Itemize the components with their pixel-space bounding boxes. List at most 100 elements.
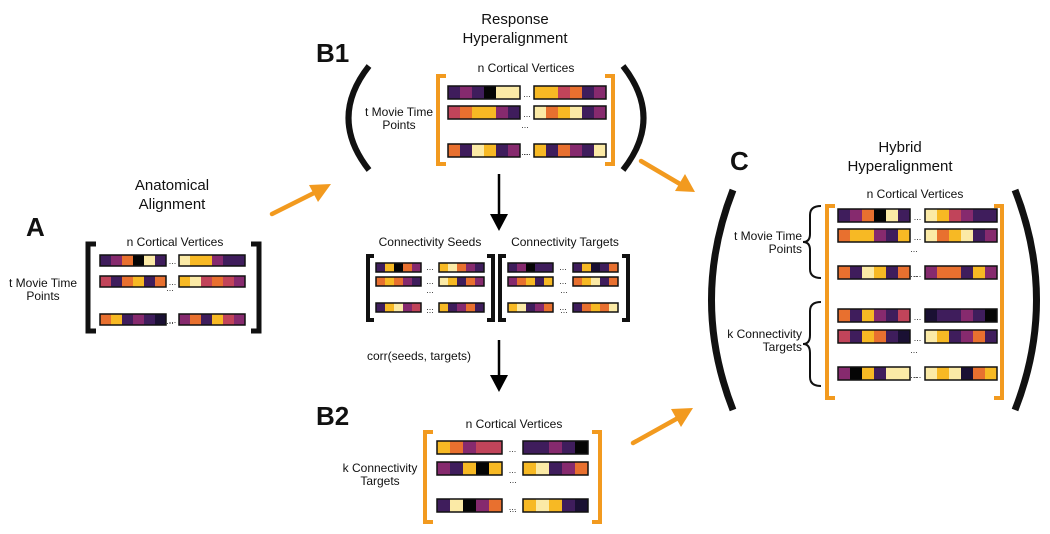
matrix-row [99, 254, 167, 267]
matrix-cell [412, 303, 421, 312]
matrix-cell [484, 86, 496, 99]
column-ellipsis: ... [910, 269, 918, 279]
matrix-cell [838, 309, 850, 322]
matrix-cell [526, 263, 535, 272]
matrix-cell [600, 277, 609, 286]
matrix-row [924, 228, 998, 243]
matrix-row [436, 498, 503, 513]
row-ellipsis: ... [559, 276, 567, 286]
matrix-cell [898, 266, 910, 279]
panel-c-col-label: n Cortical Vertices [866, 187, 964, 201]
panel-b1-title: Response Hyperalignment [440, 10, 590, 48]
matrix-cell [850, 266, 862, 279]
matrix-cell [850, 367, 862, 380]
matrix-cell [874, 209, 886, 222]
panel-b1-row-label: t Movie Time Points [356, 106, 442, 132]
matrix-cell [549, 441, 562, 454]
matrix-row-border [837, 366, 911, 381]
matrix-row [99, 313, 167, 326]
matrix-cell [526, 277, 535, 286]
matrix-cell [573, 277, 582, 286]
matrix-cell [536, 441, 549, 454]
panel-c-orange-left [825, 204, 835, 400]
matrix-row-border [438, 276, 485, 287]
matrix-cell [489, 499, 502, 512]
matrix-row-border [533, 105, 607, 120]
panel-c-orange-right [994, 204, 1004, 400]
matrix-cell [466, 263, 475, 272]
matrix-cell [472, 106, 484, 119]
matrix-cell [376, 277, 385, 286]
matrix-cell [961, 229, 973, 242]
matrix-cell [394, 277, 403, 286]
matrix-cell [985, 309, 997, 322]
matrix-cell [122, 255, 133, 266]
matrix-cell [973, 367, 985, 380]
matrix-cell [558, 106, 570, 119]
matrix-cell [439, 263, 448, 272]
matrix-cell [886, 266, 898, 279]
matrix-row [533, 85, 607, 100]
matrix-cell [575, 462, 588, 475]
matrix-row-border [447, 85, 521, 100]
matrix-cell [609, 303, 618, 312]
matrix-cell [475, 263, 484, 272]
matrix-cell [155, 276, 166, 287]
matrix-cell [179, 314, 190, 325]
matrix-cell [949, 309, 961, 322]
matrix-cell [961, 266, 973, 279]
matrix-row-border [924, 366, 998, 381]
matrix-cell [450, 441, 463, 454]
matrix-row [438, 262, 485, 273]
row-ellipsis: ... [914, 269, 922, 279]
panel-c-title-line-2: Hyperalignment [847, 158, 953, 175]
matrix-cell [496, 106, 508, 119]
matrix-cell [476, 462, 489, 475]
row-ellipsis: ... [509, 465, 517, 475]
matrix-cell [570, 86, 582, 99]
targets-right-bracket [622, 254, 630, 322]
matrix-row-border [924, 329, 998, 344]
matrix-cell [376, 303, 385, 312]
matrix-row-border [438, 262, 485, 273]
matrix-row [572, 302, 619, 313]
matrix-cell [484, 106, 496, 119]
matrix-cell [448, 263, 457, 272]
row-ellipsis: ... [914, 370, 922, 380]
panel-b1-left-paren [345, 64, 372, 172]
matrix-cell [144, 314, 155, 325]
matrix-cell [898, 209, 910, 222]
matrix-cell [234, 255, 245, 266]
matrix-cell [594, 144, 606, 157]
panel-c-letter: C [730, 146, 749, 176]
matrix-row [436, 440, 503, 455]
matrix-cell [385, 303, 394, 312]
panel-a-col-label: n Cortical Vertices [126, 235, 224, 249]
panel-c-row-label-bottom-line-1: k Connectivity [727, 327, 802, 341]
matrix-cell [179, 255, 190, 266]
matrix-row [375, 302, 422, 313]
matrix-cell [439, 303, 448, 312]
matrix-cell [212, 276, 223, 287]
row-ellipsis: ... [914, 312, 922, 322]
matrix-cell [609, 277, 618, 286]
matrix-row [522, 461, 589, 476]
matrix-row-border [436, 461, 503, 476]
matrix-cell [838, 209, 850, 222]
matrix-cell [403, 303, 412, 312]
matrix-cell [476, 441, 489, 454]
matrix-cell [546, 86, 558, 99]
row-ellipsis: ... [426, 276, 434, 286]
matrix-cell [472, 144, 484, 157]
matrix-cell [223, 314, 234, 325]
row-ellipsis: ... [914, 232, 922, 242]
matrix-cell [575, 441, 588, 454]
matrix-cell [517, 263, 526, 272]
arrow-b1-to-c [638, 158, 695, 192]
matrix-cell [463, 499, 476, 512]
matrix-cell [536, 462, 549, 475]
panel-b2-row-label-line-2: Targets [360, 474, 400, 488]
row-ellipsis: ... [426, 262, 434, 272]
matrix-cell [100, 255, 111, 266]
matrix-cell [144, 276, 155, 287]
